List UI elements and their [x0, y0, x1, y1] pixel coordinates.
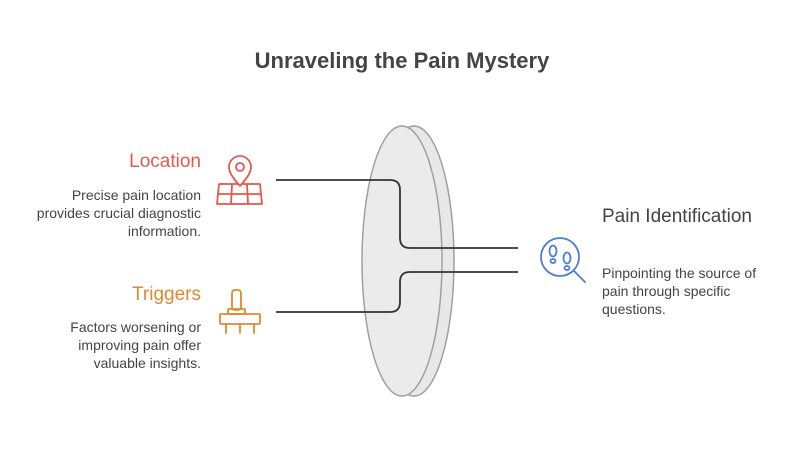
- connector-triggers: [276, 271, 518, 313]
- location-description: Precise pain location provides crucial d…: [36, 187, 201, 239]
- lever-switch-icon: [219, 289, 261, 334]
- location-title: Location: [129, 151, 201, 172]
- page-title: Unraveling the Pain Mystery: [254, 48, 550, 73]
- map-pin-grid-icon: [216, 155, 263, 205]
- footprints-magnifier-icon: [540, 237, 586, 283]
- pain-identification-description: Pinpointing the source of pain through s…: [602, 265, 757, 317]
- lens-disc-front: [361, 125, 443, 397]
- triggers-title: Triggers: [132, 284, 201, 305]
- pain-identification-title: Pain Identification: [602, 206, 752, 227]
- connector-location: [276, 179, 518, 249]
- triggers-description: Factors worsening or improving pain offe…: [70, 319, 201, 371]
